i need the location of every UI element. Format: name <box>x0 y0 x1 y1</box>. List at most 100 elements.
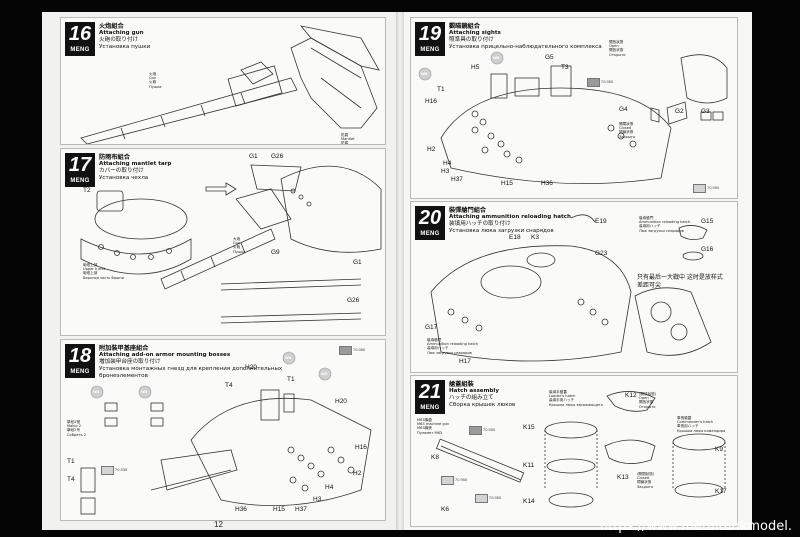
page-number: 12 <box>214 520 223 529</box>
paint-code: 70.950 <box>601 79 614 84</box>
part-label: T1 <box>287 376 295 383</box>
step-title: 裝彈艙門組合 Attaching ammunition reloading ha… <box>449 207 571 235</box>
part-label: T1 <box>437 86 445 93</box>
part-label: G1 <box>249 153 258 160</box>
title-zh: 觀瞄鏡組合 <box>449 23 480 30</box>
part-label: G16 <box>701 246 714 253</box>
step-16-panel: 16 MENG 火炮組合 Attaching gun 火砲の取り付け Устан… <box>60 17 386 145</box>
watermark-url: https://www.metaltankmodel. <box>599 519 792 534</box>
title-ru: Установка чехла <box>99 175 149 181</box>
title-ru: Установка люка загрузки снарядов <box>449 228 554 234</box>
step-number: 19 <box>418 23 442 45</box>
step-title: 觀瞄鏡組合 Attaching sights 照準具の取り付け Установк… <box>449 23 602 51</box>
title-zh: 火炮組合 <box>99 23 124 30</box>
hatch-assembly-illustration <box>435 391 726 508</box>
turret-bosses-illustration <box>80 351 372 515</box>
part-label: G26 <box>271 153 284 160</box>
part-label: K14 <box>523 498 535 505</box>
step-number-badge: 20 MENG <box>415 206 445 240</box>
part-label: K17 <box>715 488 727 495</box>
part-label: G9 <box>271 249 280 256</box>
part-label: K15 <box>523 424 535 431</box>
part-label: T4 <box>225 382 233 389</box>
mantlet-tarp-illustration <box>80 164 382 324</box>
decal-label: W5 <box>141 390 148 394</box>
part-label: G5 <box>545 54 554 61</box>
paint-code: 70.950 <box>489 495 502 500</box>
step-title: 防雨布組合 Attaching mantlet tarp カバーの取り付け Ус… <box>99 154 171 182</box>
step-number-badge: 18 MENG <box>65 344 95 378</box>
part-label: T4 <box>67 476 75 483</box>
brand-logo: MENG <box>70 47 90 53</box>
step-21-panel: 21 MENG 艙蓋組裝 Hatch assembly ハッチの組み立て Сбо… <box>410 375 738 527</box>
decal-label: W6 <box>493 56 500 60</box>
part-label: H37 <box>295 506 307 513</box>
part-label: H4 <box>443 160 452 167</box>
part-label: G4 <box>619 106 628 113</box>
step-number-badge: 16 MENG <box>65 22 95 56</box>
title-jp: 火砲の取り付け <box>99 37 139 43</box>
page-fold <box>396 12 404 530</box>
part-label: H3 <box>313 496 322 503</box>
paint-swatch <box>101 466 114 475</box>
part-label: H36 <box>541 180 553 187</box>
step-number: 21 <box>418 381 442 403</box>
decal-label: W4 <box>93 390 100 394</box>
paint-swatch <box>339 346 352 355</box>
title-ru: Установка пушки <box>99 44 151 50</box>
part-label: H2 <box>353 470 362 477</box>
paint-code: 70.950 <box>353 347 366 352</box>
part-label: H16 <box>355 444 367 451</box>
part-label: G26 <box>347 297 360 304</box>
part-label: H5 <box>471 64 480 71</box>
decal-label: W6 <box>421 72 428 76</box>
part-label: G17 <box>425 324 438 331</box>
title-en: Attaching mantlet tarp <box>99 161 172 167</box>
step-20-panel: 20 MENG 裝彈艙門組合 Attaching ammunition relo… <box>410 201 738 373</box>
step-number: 18 <box>68 345 92 367</box>
part-label: H3 <box>441 168 450 175</box>
gun-illustration <box>80 25 380 144</box>
part-label: H16 <box>425 98 437 105</box>
step-title: 附加裝甲基座組合 Attaching add-on armor mounting… <box>99 345 309 380</box>
part-label: E18 <box>509 234 521 241</box>
title-en: Attaching sights <box>449 30 501 36</box>
title-en: Attaching add-on armor mounting bosses <box>99 352 231 358</box>
part-label: T2 <box>83 187 91 194</box>
part-label: H4 <box>325 484 334 491</box>
title-zh: 防雨布組合 <box>99 154 130 161</box>
part-label: H17 <box>459 358 471 365</box>
sights-illustration <box>418 51 728 184</box>
step-title: 火炮組合 Attaching gun 火砲の取り付け Установка пуш… <box>99 23 150 51</box>
step-number-badge: 17 MENG <box>65 153 95 187</box>
part-label: H37 <box>451 176 463 183</box>
mantlet-label: 防盾Mantlet防盾Бронемаска <box>341 133 355 145</box>
brand-logo: MENG <box>70 369 90 375</box>
part-label: T3 <box>561 64 569 71</box>
paint-swatch <box>693 184 706 193</box>
title-ru: Установка прицельно-наблюдательного комп… <box>449 44 602 50</box>
brand-logo: MENG <box>420 47 440 53</box>
part-label: T1 <box>67 458 75 465</box>
part-label: G1 <box>353 259 362 266</box>
brand-logo: MENG <box>420 405 440 411</box>
title-en: Attaching ammunition reloading hatch <box>449 214 571 220</box>
step-title: 艙蓋組裝 Hatch assembly ハッチの組み立て Сборка крыш… <box>449 381 515 409</box>
step-18-panel: 18 MENG 附加裝甲基座組合 Attaching add-on armor … <box>60 339 386 521</box>
step-number-badge: 19 MENG <box>415 22 445 56</box>
part-label: G15 <box>701 218 714 225</box>
title-zh: 裝彈艙門組合 <box>449 207 487 214</box>
paint-code: 70.939 <box>115 467 128 472</box>
step-number: 17 <box>68 154 92 176</box>
part-label: H15 <box>501 180 513 187</box>
part-label: E19 <box>595 218 607 225</box>
paint-swatch <box>475 494 488 503</box>
